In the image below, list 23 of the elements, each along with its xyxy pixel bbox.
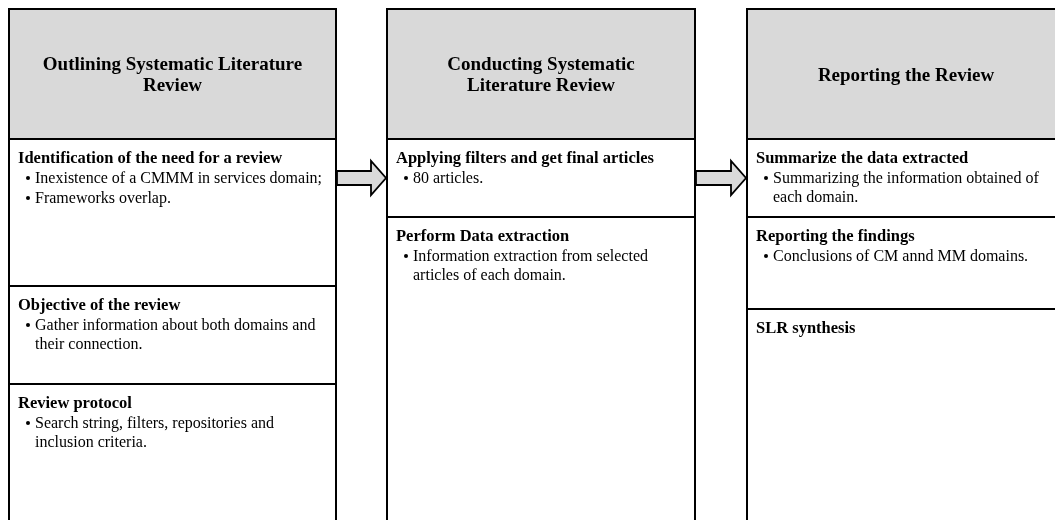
bullet-text: Conclusions of CM annd MM domains. xyxy=(773,246,1029,265)
section-heading: Review protocol xyxy=(18,393,133,412)
column-panel xyxy=(746,8,1055,520)
bullet-text: Inexistence of a CMMM in services domain; xyxy=(35,168,323,187)
column-panel xyxy=(8,8,337,520)
block-arrow xyxy=(695,158,748,198)
bullet-text: 80 articles. xyxy=(413,168,484,187)
bullet-text: Summarizing the information obtained of each domain. xyxy=(773,168,1040,206)
block-arrow xyxy=(336,158,388,198)
column-header: Outlining Systematic Literature Review xyxy=(10,10,335,140)
column-header: Reporting the Review xyxy=(748,10,1055,140)
section-heading: Objective of the review xyxy=(18,295,182,314)
column-panel xyxy=(386,8,696,520)
bullet-text: Information extraction from selected articles of each domain. xyxy=(413,246,649,284)
section-heading: Applying filters and get final articles xyxy=(396,148,656,167)
column-header: Conducting Systematic Literature Review xyxy=(388,10,694,140)
bullet-text: Search string, filters, repositories and inclusion criteria. xyxy=(35,413,276,451)
section-heading: Identification of the need for a review xyxy=(18,148,284,167)
bullet-text: Gather information about both domains and their connection. xyxy=(35,315,317,353)
section-heading: Reporting the findings xyxy=(756,226,916,245)
bullet-text: Frameworks overlap. xyxy=(35,188,171,207)
section-heading: Summarize the data extracted xyxy=(756,148,970,167)
section-heading: Perform Data extraction xyxy=(396,226,571,245)
